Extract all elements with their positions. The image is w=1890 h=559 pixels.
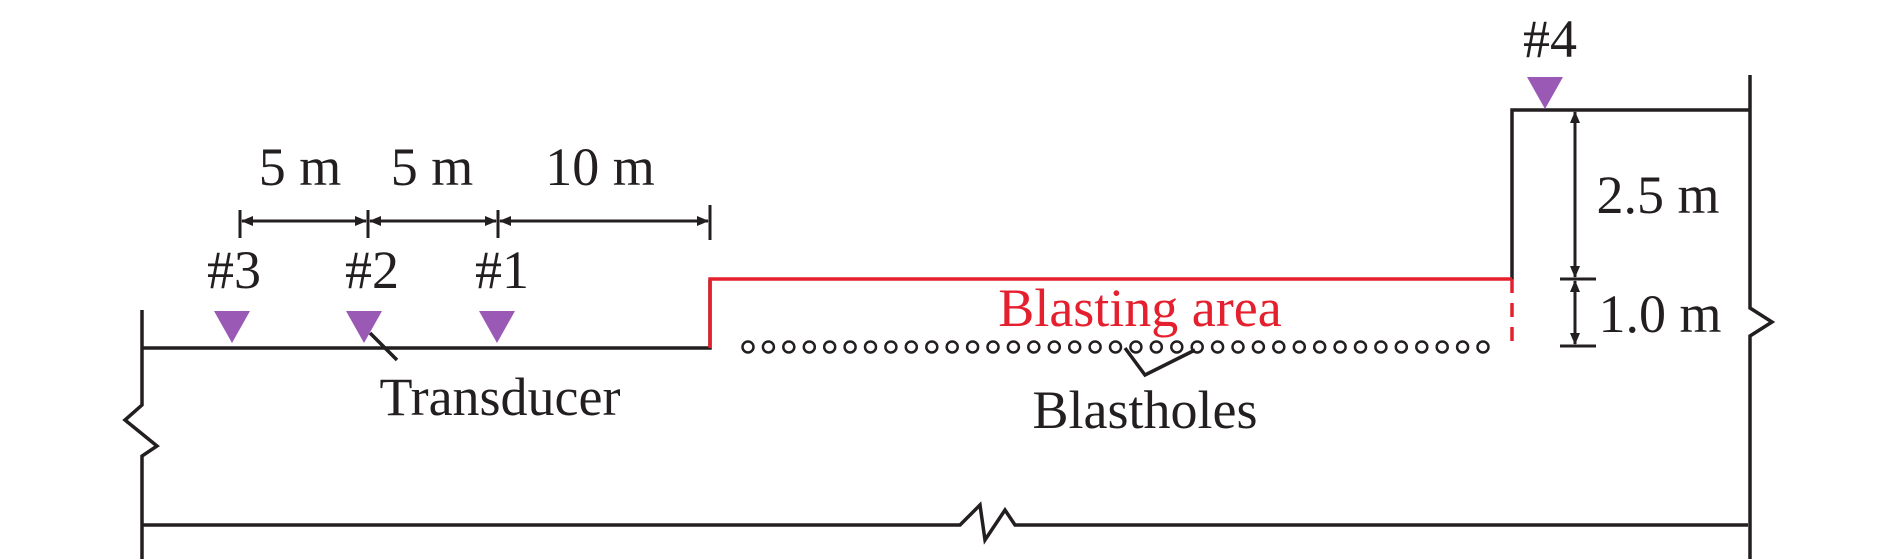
transducer-marker-icon xyxy=(214,311,250,343)
vertical-dimension xyxy=(1560,108,1596,348)
blasthole xyxy=(1129,340,1143,354)
transducer-id: #4 xyxy=(1523,9,1577,69)
blasthole xyxy=(782,340,796,354)
blasthole xyxy=(761,340,776,354)
blasting-area-outline xyxy=(708,277,1514,348)
dimension-label-1: 5 m xyxy=(259,137,342,197)
blasthole xyxy=(1231,340,1245,354)
blastholes-label: Blastholes xyxy=(1033,380,1258,440)
dimension-label-3: 10 m xyxy=(545,137,655,197)
blastholes-leader xyxy=(1123,346,1196,378)
blasthole xyxy=(1374,340,1388,354)
transducer-3: #3 xyxy=(207,240,261,343)
blasthole xyxy=(1272,340,1286,354)
transducer-marker-icon xyxy=(1527,77,1563,109)
blasthole xyxy=(1333,340,1347,354)
horizontal-dimension xyxy=(238,205,712,240)
blasthole xyxy=(1435,340,1449,354)
blasthole xyxy=(1455,340,1470,354)
blasthole xyxy=(884,340,898,354)
transducer-2: #2 xyxy=(345,240,399,343)
blasthole xyxy=(1088,340,1102,354)
blasthole xyxy=(1190,340,1204,354)
blasthole-row xyxy=(741,340,1490,354)
blasthole xyxy=(945,340,959,354)
blasthole xyxy=(1170,340,1184,354)
blasthole xyxy=(1067,340,1082,354)
blasthole xyxy=(1415,340,1429,354)
blasthole xyxy=(1292,340,1307,354)
blasthole xyxy=(1394,340,1409,354)
transducer-label: Transducer xyxy=(380,367,621,427)
blasthole xyxy=(965,340,980,354)
transducer-4: #4 xyxy=(1523,9,1577,109)
blasthole xyxy=(802,340,817,354)
transducer-marker-icon xyxy=(346,311,382,343)
transducer-marker-icon xyxy=(479,311,515,343)
transducer-id: #1 xyxy=(475,240,529,300)
transducer-id: #3 xyxy=(207,240,261,300)
blasthole xyxy=(1353,340,1368,354)
blasthole xyxy=(1006,340,1021,354)
blasthole xyxy=(1027,340,1041,354)
blasthole xyxy=(1210,340,1225,354)
blasthole xyxy=(1108,340,1123,354)
transducer-id: #2 xyxy=(345,240,399,300)
transducer-leader xyxy=(368,331,399,362)
blasthole xyxy=(1149,340,1164,354)
blasthole xyxy=(843,340,857,354)
blasting-area-label: Blasting area xyxy=(998,278,1281,338)
blasthole xyxy=(1312,340,1327,354)
blasthole xyxy=(822,340,837,354)
blasthole xyxy=(741,340,755,354)
blasthole xyxy=(986,340,1000,354)
blasthole xyxy=(863,340,878,354)
blasthole xyxy=(1251,340,1266,354)
blasthole xyxy=(925,340,939,354)
dimension-label-2: 5 m xyxy=(391,137,474,197)
height-label-lower: 1.0 m xyxy=(1598,284,1721,344)
blasthole xyxy=(1476,340,1490,354)
blasthole xyxy=(1047,340,1062,354)
blasthole xyxy=(904,340,919,354)
transducer-1: #1 xyxy=(475,240,529,343)
height-label-upper: 2.5 m xyxy=(1596,165,1719,225)
